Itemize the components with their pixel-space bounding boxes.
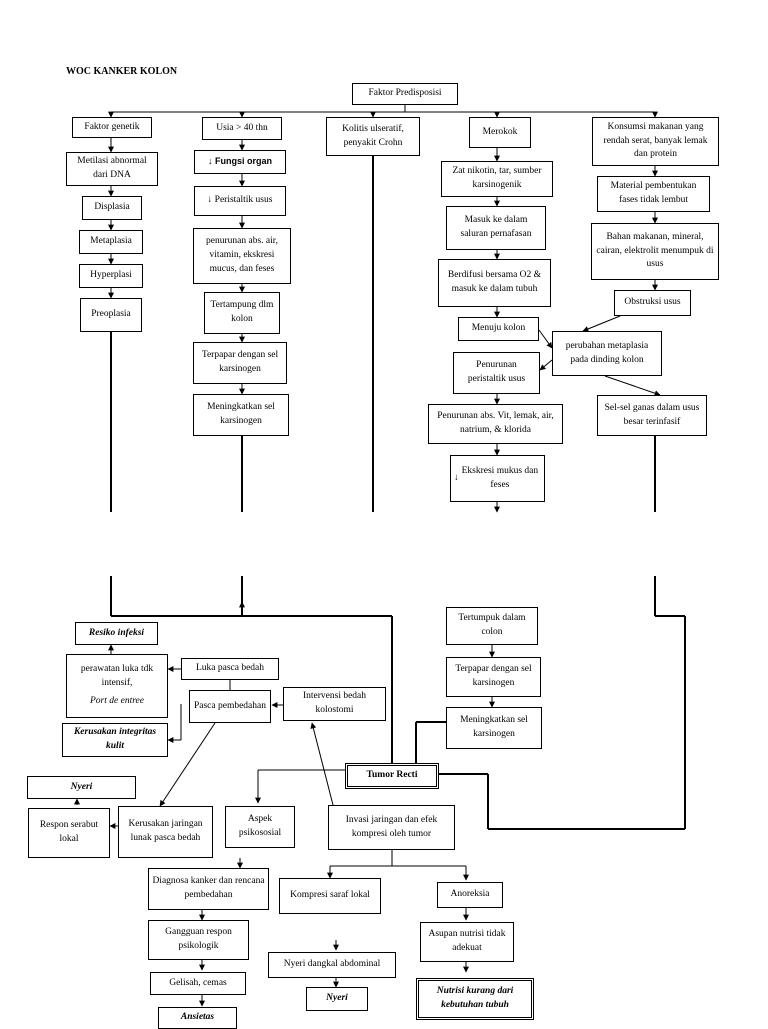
node-menuju-kolon: Menuju kolon xyxy=(458,317,539,341)
node-aspek-psikososial: Aspek psikososial xyxy=(225,806,295,848)
node-hyperplasi: Hyperplasi xyxy=(79,264,143,288)
node-meningkatkan-1: Meningkatkan sel karsinogen xyxy=(193,394,289,436)
node-nyeri-1: Nyeri xyxy=(27,776,136,799)
node-penurunan-abs: penurunan abs. air, vitamin, ekskresi mu… xyxy=(193,228,291,284)
node-usia: Usia > 40 thn xyxy=(202,117,282,140)
node-preoplasia: Preoplasia xyxy=(80,298,142,332)
node-nutrisi-kurang: Nutrisi kurang dari kebutuhan tubuh xyxy=(416,978,534,1020)
node-kerusakan-integritas: Kerusakan integritas kulit xyxy=(62,723,168,757)
node-ekskresi-mukus: ↓Ekskresi mukus dan feses xyxy=(450,455,545,502)
node-asupan: Asupan nutrisi tidak adekuat xyxy=(420,922,514,962)
node-intervensi: Intervensi bedah kolostomi xyxy=(283,687,386,721)
node-kolitis: Kolitis ulseratif, penyakit Crohn xyxy=(326,117,420,156)
node-tertampung: Tertampung dlm kolon xyxy=(204,292,280,334)
node-gangguan: Gangguan respon psikologik xyxy=(148,920,249,960)
down-arrow-icon: ↓ xyxy=(207,195,215,206)
node-nyeri-dangkal: Nyeri dangkal abdominal xyxy=(268,952,396,978)
node-terpapar-2: Terpapar dengan sel karsinogen xyxy=(446,657,541,697)
node-material: Material pembentukan fases tidak lembut xyxy=(597,176,710,212)
node-gelisah: Gelisah, cemas xyxy=(150,972,246,995)
node-merokok: Merokok xyxy=(469,117,531,148)
node-obstruksi: Obstruksi usus xyxy=(614,290,691,316)
node-diagnosa: Diagnosa kanker dan rencana pembedahan xyxy=(148,868,269,910)
node-bahan-makanan: Bahan makanan, mineral, cairan, elektrol… xyxy=(591,223,719,280)
node-perawatan-luka-label: perawatan luka tdk intensif, xyxy=(80,664,154,689)
node-sel-ganas: Sel-sel ganas dalam usus besar terinfasi… xyxy=(597,395,707,436)
node-faktor-genetik: Faktor genetik xyxy=(72,117,152,138)
node-konsumsi: Konsumsi makanan yang rendah serat, bany… xyxy=(592,117,719,166)
node-ekskresi-mukus-label: Ekskresi mukus dan feses xyxy=(461,465,539,490)
down-arrow-icon: ↓ xyxy=(454,472,459,483)
node-metaplasia: Metaplasia xyxy=(79,230,143,254)
node-zat-nikotin: Zat nikotin, tar, sumber karsinogenik xyxy=(441,161,553,197)
node-masuk-saluran: Masuk ke dalam saluran pernafasan xyxy=(446,206,546,250)
node-luka-pasca: Luka pasca bedah xyxy=(181,658,279,680)
node-terpapar-1: Terpapar dengan sel karsinogen xyxy=(193,342,287,384)
node-displasia: Displasia xyxy=(82,196,142,220)
node-port-de-entree: Port de entree xyxy=(90,695,144,706)
node-respon-serabut: Respon serabut lokal xyxy=(28,808,110,858)
node-perawatan-luka: perawatan luka tdk intensif, Port de ent… xyxy=(66,654,168,718)
node-tumor-recti: Tumor Recti xyxy=(345,763,439,789)
node-kompresi-saraf: Kompresi saraf lokal xyxy=(279,878,381,914)
node-peristaltik-label: Peristaltik usus xyxy=(214,195,273,206)
node-invasi: Invasi jaringan dan efek kompresi oleh t… xyxy=(328,805,455,850)
node-ansietas: Ansietas xyxy=(158,1007,237,1029)
node-tertumpuk: Tertumpuk dalam colon xyxy=(446,607,538,645)
node-penurunan-peristaltik: Penurunan peristaltik usus xyxy=(453,352,540,394)
node-metilasi: Metilasi abnormal dari DNA xyxy=(66,152,158,186)
node-anoreksia: Anoreksia xyxy=(437,882,503,908)
node-resiko-infeksi: Resiko infeksi xyxy=(75,622,158,645)
node-faktor-predisposisi: Faktor Predisposisi xyxy=(352,83,458,105)
node-fungsi-organ-label: Fungsi organ xyxy=(215,156,272,167)
node-peristaltik: ↓ Peristaltik usus xyxy=(194,186,286,216)
node-kerusakan-jaringan: Kerusakan jaringan lunak pasca bedah xyxy=(118,806,213,858)
node-berdifusi: Berdifusi bersama O2 & masuk ke dalam tu… xyxy=(438,259,551,307)
node-nyeri-2: Nyeri xyxy=(306,987,368,1011)
node-pasca-pembedahan: Pasca pembedahan xyxy=(189,690,271,723)
node-fungsi-organ: ↓ Fungsi organ xyxy=(194,150,286,174)
node-perubahan-metaplasia: perubahan metaplasia pada dinding kolon xyxy=(552,331,662,376)
diagram-title: WOC KANKER KOLON xyxy=(66,66,178,77)
node-penurunan-vit: Penurunan abs. Vit, lemak, air, natrium,… xyxy=(428,404,563,444)
node-meningkatkan-2: Meningkatkan sel karsinogen xyxy=(446,707,542,749)
down-arrow-icon: ↓ xyxy=(207,156,215,167)
